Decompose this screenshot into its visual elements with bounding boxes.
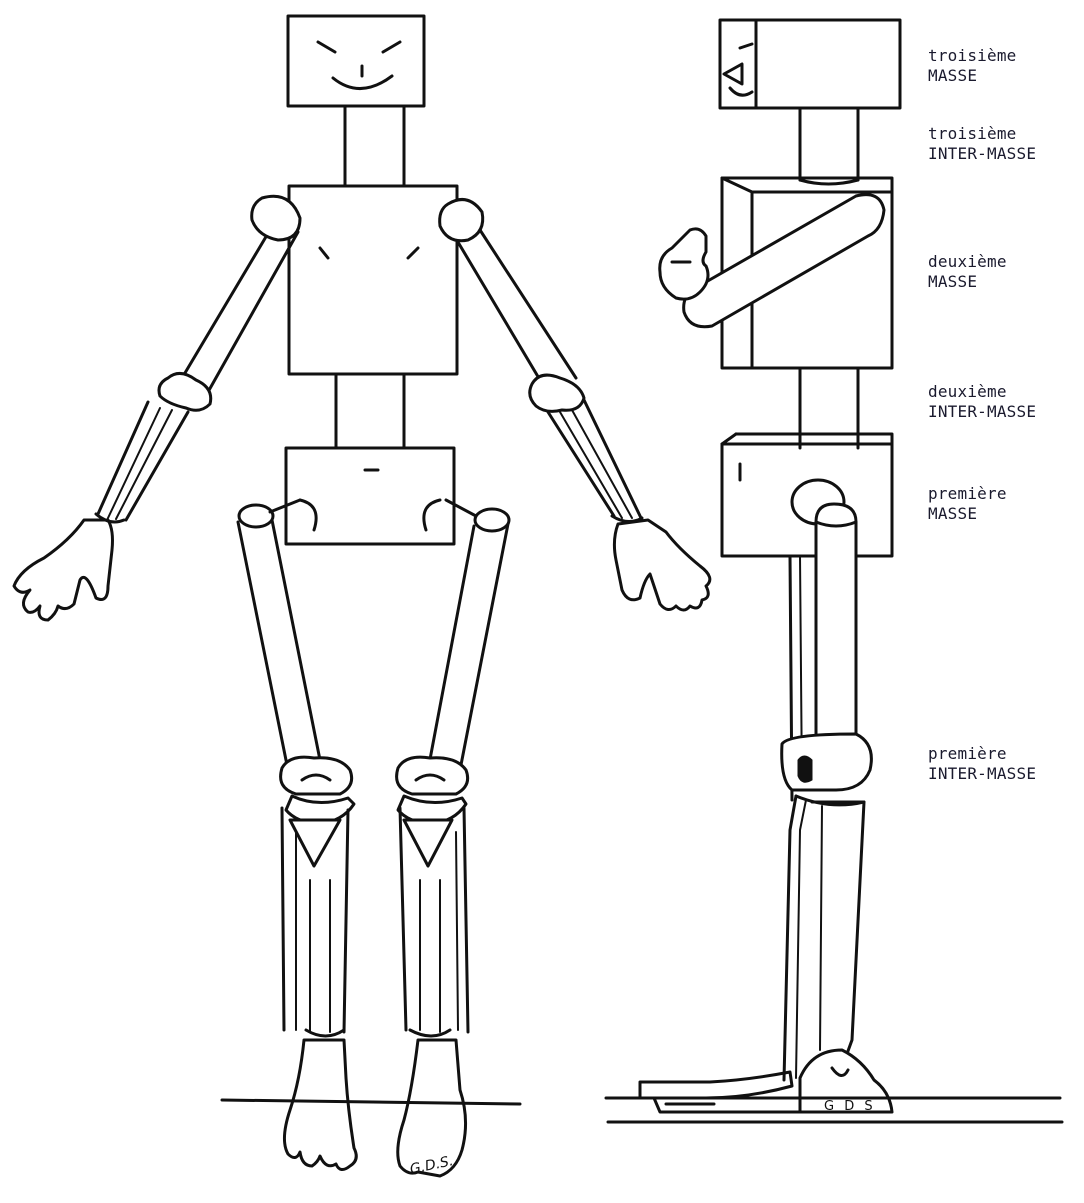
label-first-mass: première MASSE xyxy=(928,484,1007,524)
front-head xyxy=(288,16,424,106)
front-waist xyxy=(336,374,404,448)
label-third-mass-line1: troisième xyxy=(928,46,1017,66)
side-knee xyxy=(782,734,872,790)
front-left-leg xyxy=(238,500,356,1170)
front-pelvis xyxy=(286,448,454,544)
side-head xyxy=(720,20,900,108)
label-second-inter-mass-line2: INTER-MASSE xyxy=(928,402,1036,422)
label-third-mass-line2: MASSE xyxy=(928,66,1017,86)
label-third-inter-mass-line1: troisième xyxy=(928,124,1036,144)
front-figure xyxy=(14,16,710,1176)
label-third-inter-mass-line2: INTER-MASSE xyxy=(928,144,1036,164)
label-second-inter-mass: deuxième INTER-MASSE xyxy=(928,382,1036,422)
label-second-mass: deuxième MASSE xyxy=(928,252,1007,292)
side-arm xyxy=(660,195,884,327)
side-shin xyxy=(784,796,864,1080)
label-second-mass-line1: deuxième xyxy=(928,252,1007,272)
label-second-inter-mass-line1: deuxième xyxy=(928,382,1036,402)
front-ground-line xyxy=(222,1100,520,1104)
side-waist xyxy=(800,368,858,448)
front-left-arm xyxy=(14,196,300,620)
front-torso xyxy=(289,186,457,374)
front-neck xyxy=(345,106,404,186)
label-first-mass-line1: première xyxy=(928,484,1007,504)
label-third-mass: troisième MASSE xyxy=(928,46,1017,86)
label-first-inter-mass-line2: INTER-MASSE xyxy=(928,764,1036,784)
side-neck xyxy=(800,108,858,184)
label-first-inter-mass: première INTER-MASSE xyxy=(928,744,1036,784)
label-first-mass-line2: MASSE xyxy=(928,504,1007,524)
front-right-leg xyxy=(397,500,509,1176)
label-second-mass-line2: MASSE xyxy=(928,272,1007,292)
label-third-inter-mass: troisième INTER-MASSE xyxy=(928,124,1036,164)
label-first-inter-mass-line1: première xyxy=(928,744,1036,764)
signature-side: G D S xyxy=(824,1099,876,1114)
